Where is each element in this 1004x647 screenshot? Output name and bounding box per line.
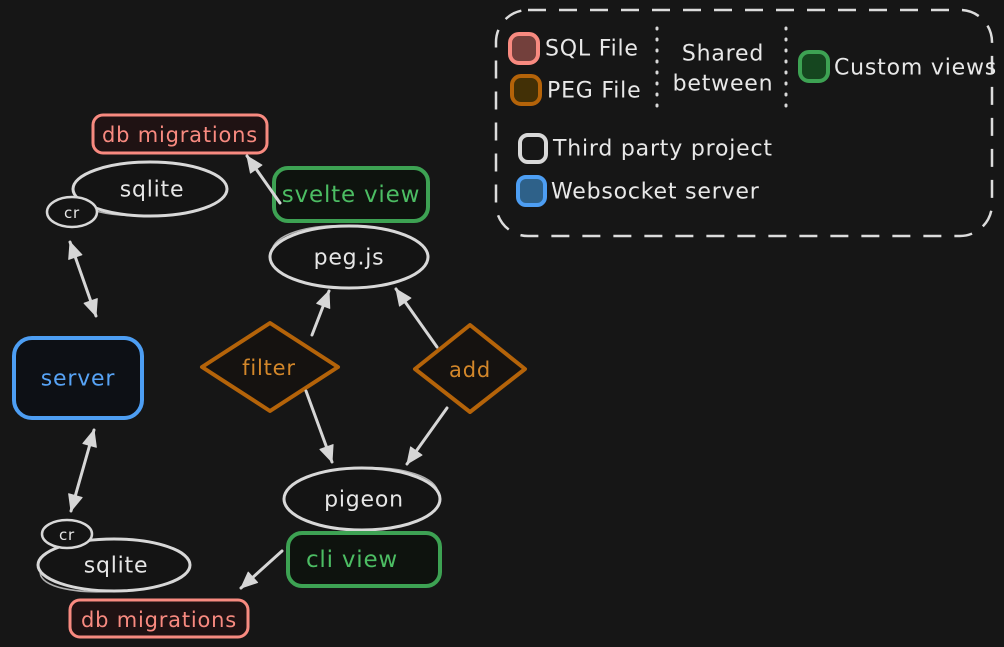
node-server[interactable]: server [12,336,144,420]
legend-label-third-party-project: Third party project [552,137,773,162]
db-migrations-bottom-box [68,598,250,639]
node-label: cli view [306,547,398,573]
server-box [12,336,144,420]
pegjs-ellipse [268,224,430,290]
add-diamond [413,323,527,414]
legend-item-third-party-project[interactable]: Third party project [518,133,773,164]
legend-label-peg-file: PEG File [547,79,641,104]
cli-view-box [286,531,442,588]
node-sqlite-bottom[interactable]: sqlite [36,537,192,598]
cr-top-ellipse [45,195,99,229]
node-cli-view[interactable]: cli view [286,531,442,588]
sqlite-bottom-ellipse [36,537,192,593]
arrows [68,154,449,590]
legend-shared-line2: between [673,72,774,97]
node-label: db migrations [102,123,258,147]
sqlite-top-ellipse [71,160,229,218]
node-label: db migrations [81,608,237,632]
legend-item-custom-views[interactable]: Custom views [798,50,997,83]
legend-border [494,8,994,238]
legend[interactable]: SQL File PEG File Shared between Custom … [494,8,997,238]
legend-swatch-peg-file [510,74,542,106]
legend-swatch-third-party-project [518,133,548,164]
node-label: sqlite [120,178,185,203]
node-cr-bottom[interactable]: cr [40,518,94,550]
legend-label-websocket-server: Websocket server [551,180,760,205]
arrow-add-to-pegjs[interactable] [394,287,439,349]
node-label: svelte view [282,182,420,208]
node-db-migrations-top[interactable]: db migrations [91,113,269,155]
node-label: peg.js [314,246,385,271]
arrow-pegjs-to-db-migrations-top[interactable] [245,154,282,205]
legend-swatch-custom-views [798,50,830,83]
node-label: sqlite [84,554,149,579]
legend-shared-line1: Shared [682,42,764,67]
legend-item-websocket-server[interactable]: Websocket server [516,175,760,207]
arrow-filter-to-pigeon[interactable] [304,389,334,464]
arrow-filter-to-pegjs[interactable] [310,289,331,337]
arrow-add-to-pigeon[interactable] [405,406,449,466]
node-label: pigeon [324,488,404,513]
legend-label-sql-file: SQL File [545,37,639,62]
node-svelte-view[interactable]: svelte view [272,166,430,223]
legend-swatch-sql-file [508,32,540,65]
legend-item-peg-file[interactable]: PEG File [510,74,641,106]
node-filter[interactable]: filter [200,321,340,413]
arrow-cli-view-to-db-migrations-bottom[interactable] [239,549,284,590]
node-add[interactable]: add [413,323,527,414]
node-pigeon[interactable]: pigeon [282,464,442,532]
node-label: add [449,358,491,382]
node-label: cr [64,204,80,222]
node-label: cr [59,526,75,544]
db-migrations-top-box [91,113,269,155]
node-label: filter [242,356,296,380]
node-label: server [41,367,116,392]
legend-shared-between: Shared between [673,42,774,97]
node-db-migrations-bottom[interactable]: db migrations [68,598,250,639]
cr-bottom-ellipse [40,518,94,550]
arrow-sqlite-top-server-bidirectional[interactable] [68,240,98,318]
legend-label-custom-views: Custom views [834,56,997,81]
legend-item-sql-file[interactable]: SQL File [508,32,639,65]
filter-diamond [200,321,340,413]
node-cr-top[interactable]: cr [45,195,99,229]
node-sqlite-top[interactable]: sqlite [71,160,229,220]
arrow-server-sqlite-bottom-bidirectional[interactable] [68,428,97,513]
node-pegjs[interactable]: peg.js [268,222,430,290]
legend-swatch-websocket-server [516,175,547,207]
pigeon-ellipse [282,466,442,532]
